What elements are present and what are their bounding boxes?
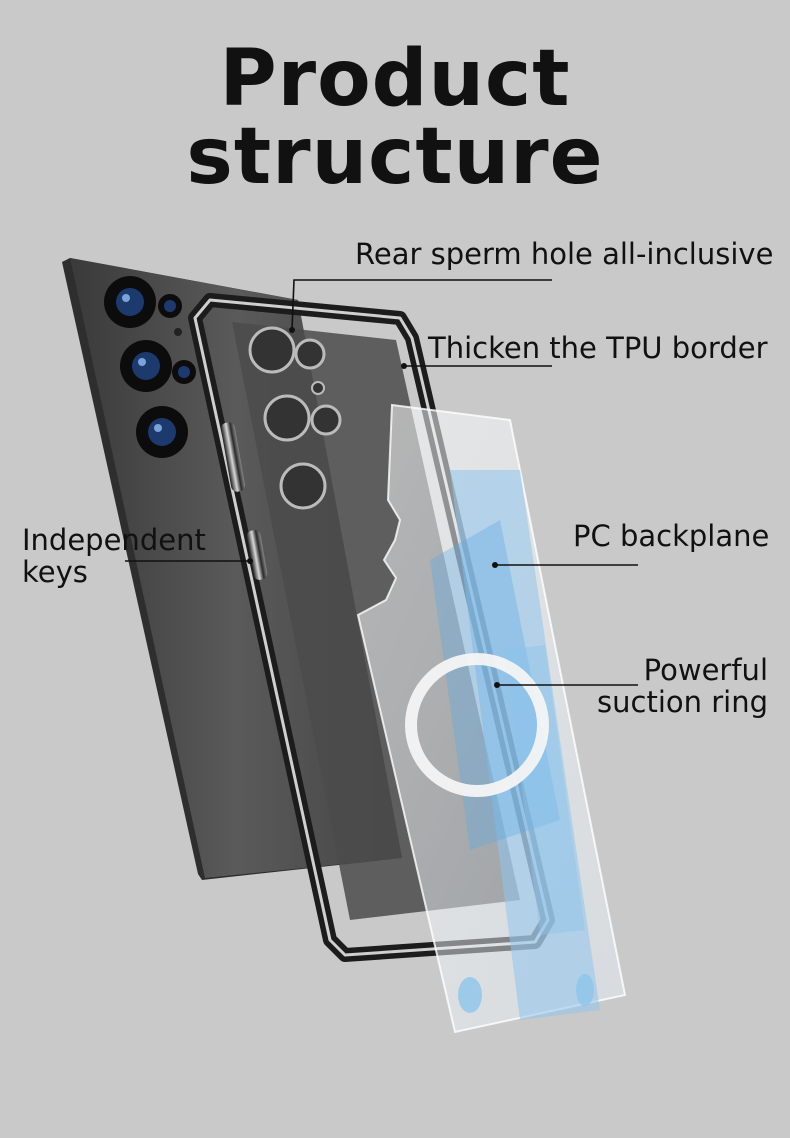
callout-keys-line2: keys <box>22 555 88 589</box>
side-key-icon <box>220 422 268 580</box>
camera-lens-icon <box>104 276 196 458</box>
callout-keys-line1: Independent <box>22 523 206 557</box>
magnetic-ring-icon <box>405 653 549 797</box>
callout-suction-ring-line2: suction ring <box>597 685 768 719</box>
callout-pc-backplane: PC backplane <box>573 519 770 553</box>
callout-suction-ring-line1: Powerful <box>643 653 768 687</box>
callout-lines <box>125 279 638 686</box>
camera-ring-icon <box>248 326 342 510</box>
callout-rear-hole: Rear sperm hole all-inclusive <box>355 237 774 271</box>
callout-suction-ring: Powerful suction ring <box>597 654 768 718</box>
callout-tpu-border: Thicken the TPU border <box>428 331 768 365</box>
page-title: Product structure <box>186 34 604 202</box>
callout-independent-keys: Independent keys <box>22 524 206 588</box>
pc-backplane <box>356 403 627 1034</box>
